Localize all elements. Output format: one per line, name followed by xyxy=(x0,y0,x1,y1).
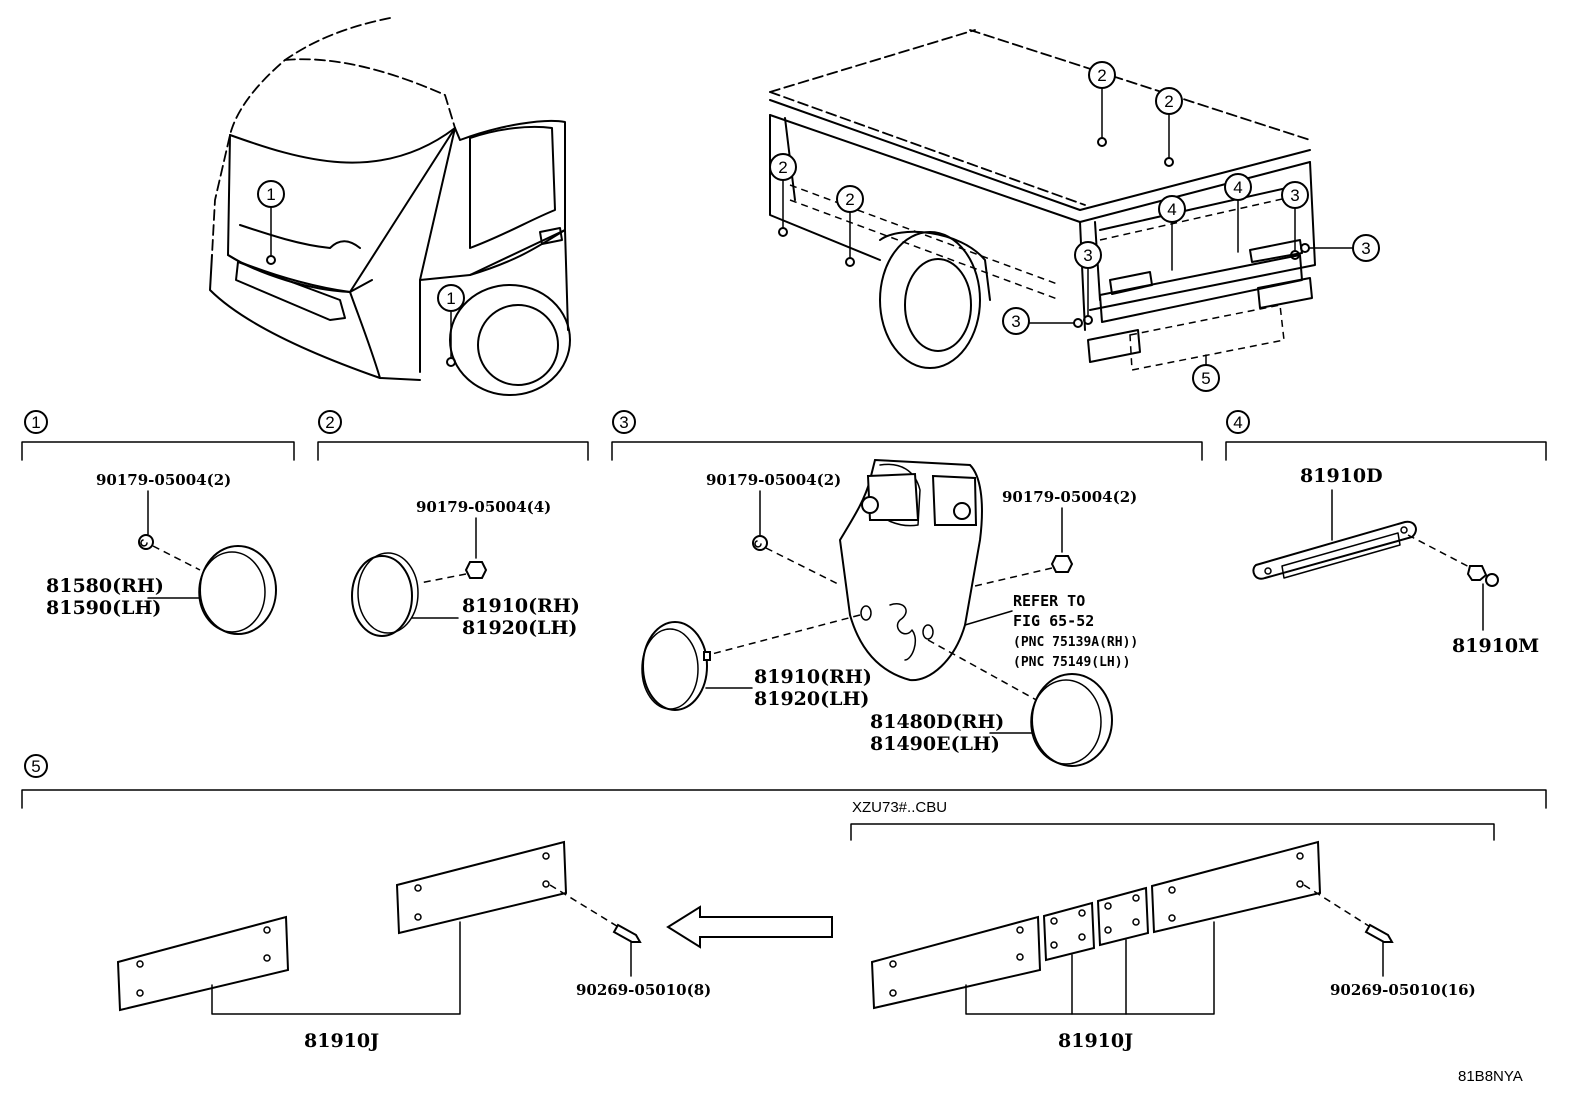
section-3-part2-lh: 81490E(LH) xyxy=(870,733,1000,755)
section-4-bracket xyxy=(1225,441,1547,461)
callout-2-rear-d: 2 xyxy=(836,185,864,213)
section-3-callout: 3 xyxy=(612,410,636,434)
callout-number: 2 xyxy=(778,158,787,177)
callout-number: 1 xyxy=(266,185,275,204)
section-3-refer-line3: (PNC 75139A(RH)) xyxy=(1013,635,1138,650)
section-3-refer-line2: FIG 65-52 xyxy=(1013,612,1094,630)
reflector-icon-81480d xyxy=(1030,673,1113,767)
callout-4-rear-b: 4 xyxy=(1224,173,1252,201)
rivet-icon xyxy=(612,923,642,943)
callout-number: 4 xyxy=(1167,200,1176,219)
section-5-plate-left: 81910J xyxy=(304,1030,379,1052)
section-4: 4 81910D 81910M xyxy=(1225,410,1547,657)
section-1-part-rh: 81580(RH) xyxy=(46,575,164,597)
callout-number: 2 xyxy=(325,413,334,432)
section-2-part-lh: 81920(LH) xyxy=(462,617,577,639)
section-3-part-rh: 81910(RH) xyxy=(754,666,872,688)
nut-icon xyxy=(464,561,488,579)
figure-code: 81B8NYA xyxy=(1458,1068,1523,1085)
section-5-plate-right: 81910J xyxy=(1058,1030,1133,1052)
section-1-screw-label: 90179-05004(2) xyxy=(96,471,231,489)
section-1: 1 90179-05004(2) 81580(RH) 81590(LH) xyxy=(21,410,295,635)
callout-number: 3 xyxy=(1361,239,1370,258)
section-1-callout: 1 xyxy=(24,410,48,434)
plate-icon xyxy=(395,840,568,935)
callout-3-rear-b: 3 xyxy=(1281,181,1309,209)
reflector-icon-81580 xyxy=(198,545,277,635)
section-3: 3 90179-05004(2) 90179-05004(2) xyxy=(611,410,1203,767)
callout-2-rear-a: 2 xyxy=(1088,61,1116,89)
callout-1-front-grille: 1 xyxy=(257,180,285,208)
callout-number: 5 xyxy=(1201,369,1210,388)
section-5-rivet-left: 90269-05010(8) xyxy=(576,981,711,999)
nut-icon xyxy=(1050,555,1074,573)
callout-2-rear-c: 2 xyxy=(769,153,797,181)
callout-number: 2 xyxy=(1164,92,1173,111)
section-3-screw-left-label: 90179-05004(2) xyxy=(706,471,841,489)
section-3-part2-rh: 81480D(RH) xyxy=(870,711,1004,733)
callout-2-rear-b: 2 xyxy=(1155,87,1183,115)
screw-icon xyxy=(752,535,768,551)
callout-number: 1 xyxy=(31,413,40,432)
plate-icon xyxy=(116,915,290,1012)
section-3-part-lh: 81920(LH) xyxy=(754,688,869,710)
reflector-icon-81910-lower xyxy=(641,621,711,711)
section-2-callout: 2 xyxy=(318,410,342,434)
plate-icon xyxy=(1150,840,1322,934)
section-5-bracket xyxy=(21,789,1547,809)
callout-5-rear: 5 xyxy=(1192,364,1220,392)
section-5-callout: 5 xyxy=(24,754,48,778)
plate-icon xyxy=(1096,886,1150,947)
front-cab-illustration xyxy=(209,17,571,396)
callout-3-rear-c: 3 xyxy=(1352,234,1380,262)
section-5-rivet-right: 90269-05010(16) xyxy=(1330,981,1476,999)
section-2-bracket xyxy=(317,441,589,461)
section-2-part-rh: 81910(RH) xyxy=(462,595,580,617)
plate-icon xyxy=(1042,901,1096,962)
rivet-icon xyxy=(1364,923,1394,943)
reflector-icon-81910 xyxy=(351,552,419,637)
callout-number: 3 xyxy=(1011,312,1020,331)
plate-icon xyxy=(870,915,1042,1010)
callout-1-front-side: 1 xyxy=(437,284,465,312)
section-4-callout: 4 xyxy=(1226,410,1250,434)
section-2-screw-label: 90179-05004(4) xyxy=(416,498,551,516)
section-4-part-top: 81910D xyxy=(1300,465,1383,487)
callout-3-rear-d: 3 xyxy=(1002,307,1030,335)
section-3-refer-line4: (PNC 75149(LH)) xyxy=(1013,655,1130,670)
section-3-refer-line1: REFER TO xyxy=(1013,592,1085,610)
callout-number: 1 xyxy=(446,289,455,308)
callout-number: 2 xyxy=(845,190,854,209)
callout-number: 5 xyxy=(31,757,40,776)
callout-number: 2 xyxy=(1097,66,1106,85)
reflector-strip-icon xyxy=(1252,520,1417,580)
section-1-bracket xyxy=(21,441,295,461)
callout-number: 3 xyxy=(619,413,628,432)
section-5: 5 XZU73#..CBU 90269-05010(8) 81910J xyxy=(21,754,1547,1052)
callout-number: 4 xyxy=(1233,178,1242,197)
section-3-screw-right-label: 90179-05004(2) xyxy=(1002,488,1137,506)
screw-icon xyxy=(138,534,154,550)
callout-4-rear-a: 4 xyxy=(1158,195,1186,223)
bracket-icon xyxy=(838,458,983,682)
section-2: 2 90179-05004(4) 81910(RH) 81920(LH) xyxy=(317,410,589,639)
rear-bed-illustration xyxy=(769,29,1353,371)
section-3-bracket xyxy=(611,441,1203,461)
callout-number: 3 xyxy=(1083,246,1092,265)
callout-number: 3 xyxy=(1290,186,1299,205)
section-4-part-clip: 81910M xyxy=(1452,635,1539,657)
section-5-condition: XZU73#..CBU xyxy=(852,799,947,816)
callout-3-rear-a: 3 xyxy=(1074,241,1102,269)
section-1-part-lh: 81590(LH) xyxy=(46,597,161,619)
section-5-sub-bracket xyxy=(850,823,1495,841)
callout-number: 4 xyxy=(1233,413,1242,432)
arrow-left-icon xyxy=(666,905,833,949)
clip-icon xyxy=(1466,565,1499,587)
